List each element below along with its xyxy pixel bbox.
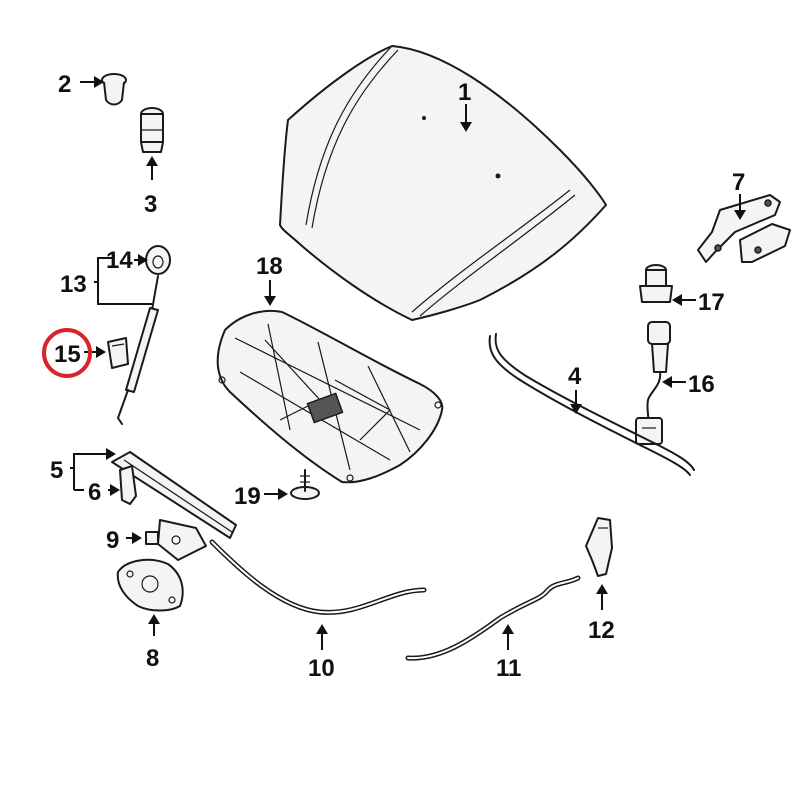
callout-19[interactable]: 19 <box>234 483 261 510</box>
insulator-pad-icon[interactable] <box>216 309 444 484</box>
callout-2[interactable]: 2 <box>58 71 71 98</box>
prop-rod-clip-icon[interactable] <box>107 337 129 369</box>
hood-bumper-icon[interactable] <box>140 107 164 153</box>
retainer-icon[interactable] <box>290 469 320 500</box>
callout-4[interactable]: 4 <box>568 363 582 390</box>
latch-icon[interactable] <box>116 558 184 612</box>
callout-1[interactable]: 1 <box>458 79 471 106</box>
callout-5[interactable]: 5 <box>50 457 63 484</box>
grommet-icon[interactable] <box>145 245 171 275</box>
callout-9[interactable]: 9 <box>106 527 119 554</box>
callout-18[interactable]: 18 <box>256 253 283 280</box>
callout-11[interactable]: 11 <box>496 655 521 682</box>
callout-13[interactable]: 13 <box>60 271 87 298</box>
callout-3[interactable]: 3 <box>144 191 157 218</box>
release-cable-icon[interactable] <box>209 539 427 615</box>
callout-12[interactable]: 12 <box>588 617 615 644</box>
callout-7[interactable]: 7 <box>732 169 745 196</box>
hinge-icon[interactable] <box>697 194 791 263</box>
weatherstrip-icon[interactable] <box>488 333 695 476</box>
hood-panel-icon[interactable] <box>279 45 607 321</box>
leader-lines <box>70 76 746 650</box>
callout-14[interactable]: 14 <box>106 247 133 274</box>
callout-labels: 1 2 3 14 13 15 7 17 16 4 18 19 5 6 9 8 1… <box>50 71 745 682</box>
release-handle-icon[interactable] <box>585 517 613 577</box>
callout-15[interactable]: 15 <box>54 341 81 368</box>
seal-strip-icon[interactable] <box>111 451 237 539</box>
release-cable-icon-2[interactable] <box>405 575 581 661</box>
bumper-icon[interactable] <box>639 264 673 303</box>
highlight-circle <box>42 328 92 378</box>
bumper-stop-icon[interactable] <box>101 73 127 106</box>
callout-10[interactable]: 10 <box>308 655 335 682</box>
clip-icon[interactable] <box>119 465 137 505</box>
latch-bracket-icon[interactable] <box>157 519 207 561</box>
callout-6[interactable]: 6 <box>88 479 101 506</box>
callout-16[interactable]: 16 <box>688 371 715 398</box>
prop-rod-icon[interactable] <box>117 275 159 425</box>
callout-8[interactable]: 8 <box>146 645 159 672</box>
callout-17[interactable]: 17 <box>698 289 725 316</box>
